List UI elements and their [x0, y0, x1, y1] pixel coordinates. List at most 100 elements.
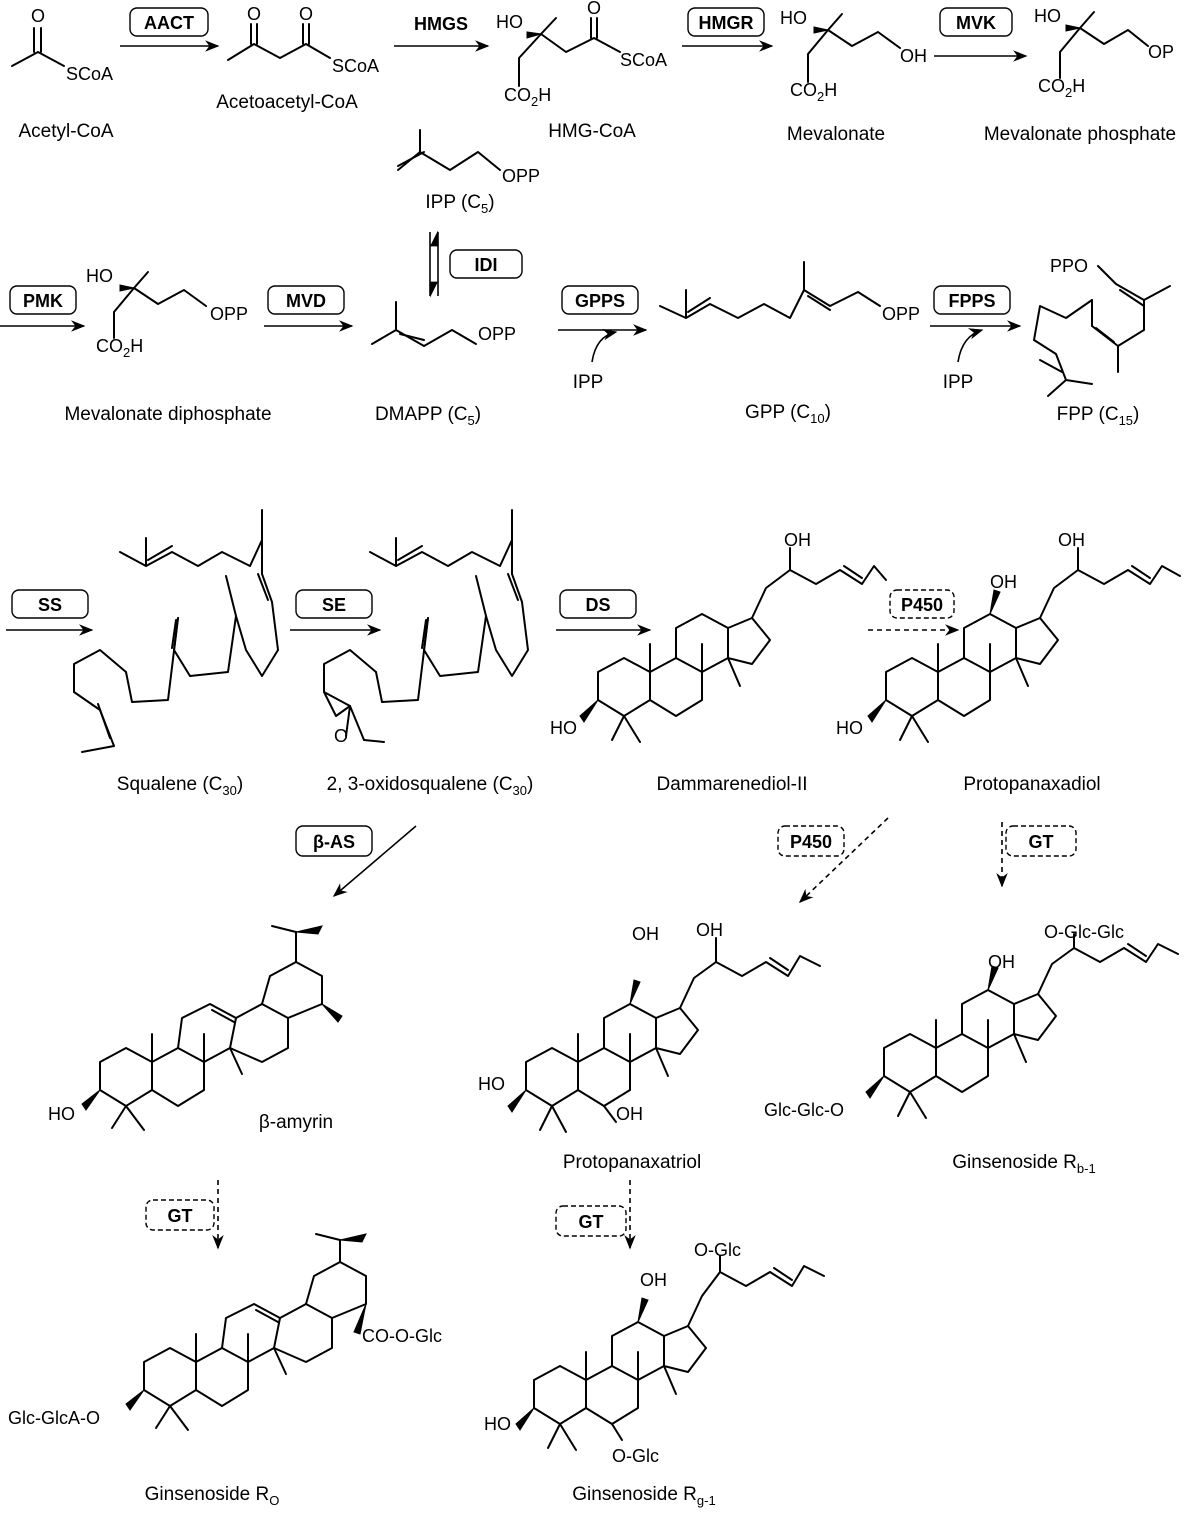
box-pmk: [9, 285, 77, 315]
label-fpp: FPP (C15): [1057, 404, 1140, 428]
svg-text:HO: HO: [496, 12, 523, 32]
enzyme-p450-b: P450: [790, 832, 832, 852]
svg-text:OPP: OPP: [882, 304, 920, 324]
oxidosqualene-structure: [323, 509, 529, 743]
label-ipp: IPP (C5): [425, 192, 494, 216]
protopanaxatriol-structure: [507, 937, 821, 1133]
atom-epoxide-o: O: [334, 726, 348, 746]
enzyme-hmgs: HMGS: [414, 14, 468, 34]
mevalonate-diphosphate-structure: HO OPP CO2H: [86, 266, 248, 360]
enzyme-ds: DS: [585, 595, 610, 615]
svg-text:OPP: OPP: [478, 324, 516, 344]
box-gt-c: [555, 1205, 627, 1237]
label-protopanaxadiol: Protopanaxadiol: [963, 774, 1100, 795]
label-mevalonate: Mevalonate: [787, 124, 885, 145]
arrow-ipp-in-fpps: [957, 328, 984, 363]
fpp-structure: [1033, 265, 1171, 397]
svg-text:CO2H: CO2H: [790, 80, 837, 104]
box-gt-b: [145, 1199, 215, 1231]
enzyme-p450-a: P450: [901, 595, 943, 615]
box-mvd: [267, 285, 345, 315]
enzyme-idi: IDI: [474, 255, 497, 275]
atom-o-glc-glc: O-Glc-Glc: [1044, 922, 1124, 942]
enzyme-mvk: MVK: [956, 13, 996, 33]
svg-text:OH: OH: [632, 924, 659, 944]
atom-o: O: [31, 6, 45, 26]
enzyme-beta-as: β-AS: [313, 832, 355, 852]
enzyme-gpps: GPPS: [575, 291, 625, 311]
label-mevalonate-phosphate: Mevalonate phosphate: [984, 124, 1176, 145]
box-idi: [449, 249, 523, 279]
label-ginsenoside-ro: Ginsenoside RO: [145, 1484, 280, 1508]
arrow-ipp-in-gpps: [591, 328, 618, 363]
label-mevalonate-diphosphate: Mevalonate diphosphate: [64, 404, 271, 425]
ginsenoside-rg1-structure: [515, 1255, 825, 1451]
label-protopanaxatriol: Protopanaxatriol: [563, 1152, 701, 1173]
mevalonate-structure: HO OH CO2H: [780, 8, 927, 104]
dmapp-structure: [371, 301, 477, 347]
ginsenoside-rb1-structure: [865, 933, 1179, 1119]
svg-text:OH: OH: [990, 572, 1017, 592]
svg-text:HO: HO: [484, 1414, 511, 1434]
arrow-beta-as: [332, 825, 417, 897]
box-aact: [129, 7, 209, 37]
svg-text:O: O: [587, 0, 601, 18]
svg-text:SCoA: SCoA: [620, 50, 667, 70]
protopanaxadiol-structure: [867, 547, 1181, 743]
box-gpps: [561, 285, 639, 315]
svg-text:OH: OH: [616, 1104, 643, 1124]
svg-text:OH: OH: [696, 920, 723, 940]
enzyme-ss: SS: [38, 595, 62, 615]
svg-text:CO2H: CO2H: [96, 336, 143, 360]
atom-opp-ipp: OPP: [502, 166, 540, 186]
label-beta-amyrin: β-amyrin: [259, 1112, 333, 1133]
box-p450-b: [777, 825, 845, 857]
svg-text:HO: HO: [550, 718, 577, 738]
atom-o-glc-top: O-Glc: [694, 1240, 741, 1260]
svg-text:OPP: OPP: [210, 304, 248, 324]
enzyme-hmgr: HMGR: [699, 13, 754, 33]
svg-text:HO: HO: [48, 1104, 75, 1124]
label-hmg-coa: HMG-CoA: [548, 121, 636, 142]
enzyme-mvd: MVD: [286, 291, 326, 311]
svg-text:O: O: [247, 4, 261, 24]
enzyme-gt-c: GT: [579, 1212, 604, 1232]
box-p450-a: [889, 589, 955, 619]
enzyme-fpps: FPPS: [948, 291, 995, 311]
ginsenoside-ro-structure: [125, 1233, 367, 1431]
box-ss: [11, 589, 89, 619]
box-ds: [559, 589, 637, 619]
svg-text:OH: OH: [640, 1270, 667, 1290]
svg-text:CO2H: CO2H: [504, 85, 551, 109]
svg-text:HO: HO: [836, 718, 863, 738]
label-ginsenoside-rg1: Ginsenoside Rg-1: [572, 1484, 715, 1508]
atom-glc-glc-o: Glc-Glc-O: [764, 1100, 844, 1120]
label-dammarenediol: Dammarenediol-II: [657, 774, 808, 795]
enzyme-se: SE: [322, 595, 346, 615]
box-fpps: [933, 285, 1011, 315]
beta-amyrin-structure: [81, 925, 343, 1131]
acetoacetyl-coa-structure: O O SCoA: [227, 4, 379, 76]
mevalonate-phosphate-structure: HO OP CO2H: [1034, 6, 1174, 100]
svg-text:OH: OH: [1058, 530, 1085, 550]
svg-text:CO2H: CO2H: [1038, 76, 1085, 100]
svg-text:OH: OH: [988, 952, 1015, 972]
enzyme-gt-b: GT: [168, 1206, 193, 1226]
atom-glc-glca-o: Glc-GlcA-O: [8, 1408, 100, 1428]
box-se: [295, 589, 373, 619]
svg-text:OH: OH: [900, 46, 927, 66]
acetyl-coa-structure: O SCoA: [11, 6, 113, 84]
svg-text:PPO: PPO: [1050, 256, 1088, 276]
dammarenediol-structure: [579, 547, 887, 743]
atom-o-glc-bottom: O-Glc: [612, 1446, 659, 1466]
box-gt-a: [1005, 825, 1077, 857]
ipp-structure: [397, 129, 501, 171]
gpp-structure: [659, 261, 881, 319]
svg-text:HO: HO: [1034, 6, 1061, 26]
enzyme-aact: AACT: [144, 13, 194, 33]
squalene-structure: [73, 509, 279, 753]
cosubstrate-ipp-fpps: IPP: [943, 372, 974, 393]
box-mvk: [939, 7, 1013, 37]
svg-text:HO: HO: [780, 8, 807, 28]
